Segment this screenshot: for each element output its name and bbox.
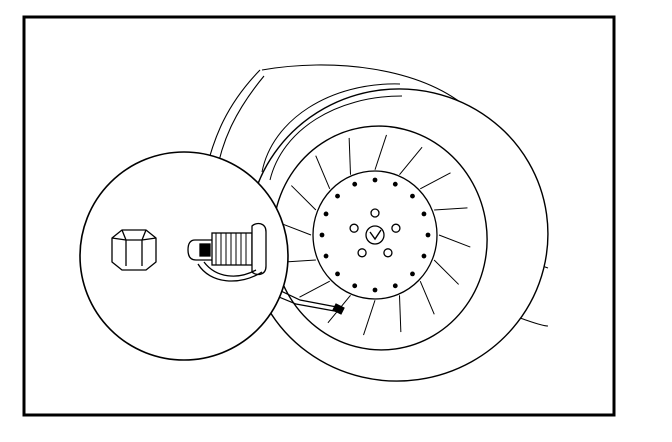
wheel-spoke [399, 146, 423, 176]
magnified-callout [79, 151, 289, 361]
wheel-spoke [290, 185, 317, 211]
wheel-spoke [374, 134, 387, 170]
wheel-hub [365, 225, 385, 245]
rim-bolt [319, 232, 325, 238]
lug-nut [357, 248, 367, 258]
rim-bolt [392, 181, 398, 187]
rim-bolt [335, 193, 340, 199]
rim-bolt [410, 271, 415, 277]
wheel-spoke [299, 280, 330, 298]
hub-emblem [369, 229, 382, 241]
rim-bolt [352, 283, 358, 289]
wheel-spoke [433, 259, 460, 285]
rim-bolt [323, 211, 329, 217]
rim-bolt [421, 211, 427, 217]
wheel-spoke [398, 295, 402, 333]
wheel-spoke [434, 207, 468, 211]
wheel-spoke [363, 300, 376, 336]
rim-bolt [335, 271, 340, 277]
rim-bolt [352, 181, 358, 187]
wheel-spoke [419, 280, 435, 315]
lug-nut [370, 208, 380, 218]
wheel-spoke [279, 222, 312, 236]
lug-nut [391, 223, 401, 233]
rim-bolt [323, 253, 329, 259]
rim-bolt [421, 253, 427, 259]
rim-bolt [425, 232, 431, 238]
rim-bolt [392, 283, 398, 289]
wheel-spoke [315, 155, 331, 190]
rim-bolt [372, 287, 378, 293]
rim-bolt [372, 177, 378, 183]
wheel-spoke [438, 234, 471, 248]
rim-bolt [410, 193, 415, 199]
wheel-spoke [420, 172, 451, 190]
wheel-spoke [348, 137, 352, 175]
valve-stem [187, 222, 267, 282]
lug-nut [383, 248, 393, 258]
valve-cap [111, 229, 157, 271]
lug-nut [349, 223, 359, 233]
